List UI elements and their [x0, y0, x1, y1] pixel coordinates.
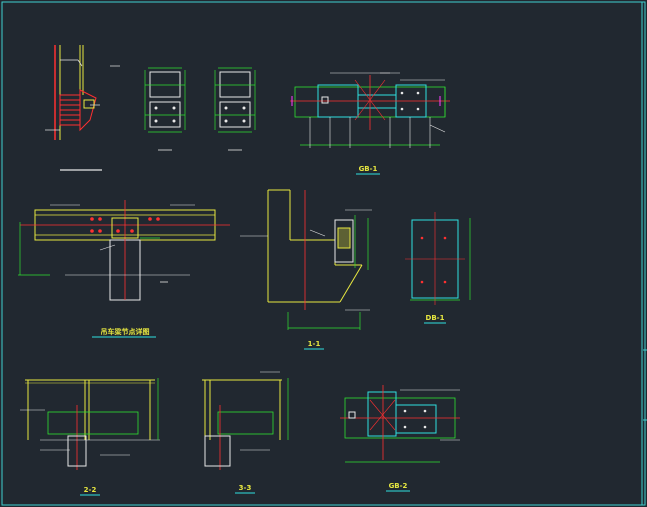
db1-plate: DB-1: [405, 212, 471, 324]
s33-label: 3-3: [239, 484, 252, 492]
crane-beam-detail: 吊车梁节点详图: [18, 200, 230, 338]
column-detail-top-left: [45, 45, 120, 171]
section-1-1: 1-1: [240, 189, 372, 350]
crane-label: 吊车梁节点详图: [101, 327, 150, 336]
s22-label: 2-2: [84, 486, 97, 494]
gb2-label: GB-2: [389, 482, 408, 490]
gb1-view: GB-1: [290, 72, 450, 175]
section-3-3: 3-3: [202, 371, 289, 494]
s11-label: 1-1: [308, 340, 321, 348]
plate-plan-1: [144, 67, 186, 151]
db1-label: DB-1: [426, 314, 445, 322]
gb1-label: GB-1: [359, 165, 378, 173]
plate-plan-2: [214, 67, 256, 151]
gb2-view: GB-2: [340, 385, 460, 492]
section-2-2: 2-2: [20, 378, 160, 496]
